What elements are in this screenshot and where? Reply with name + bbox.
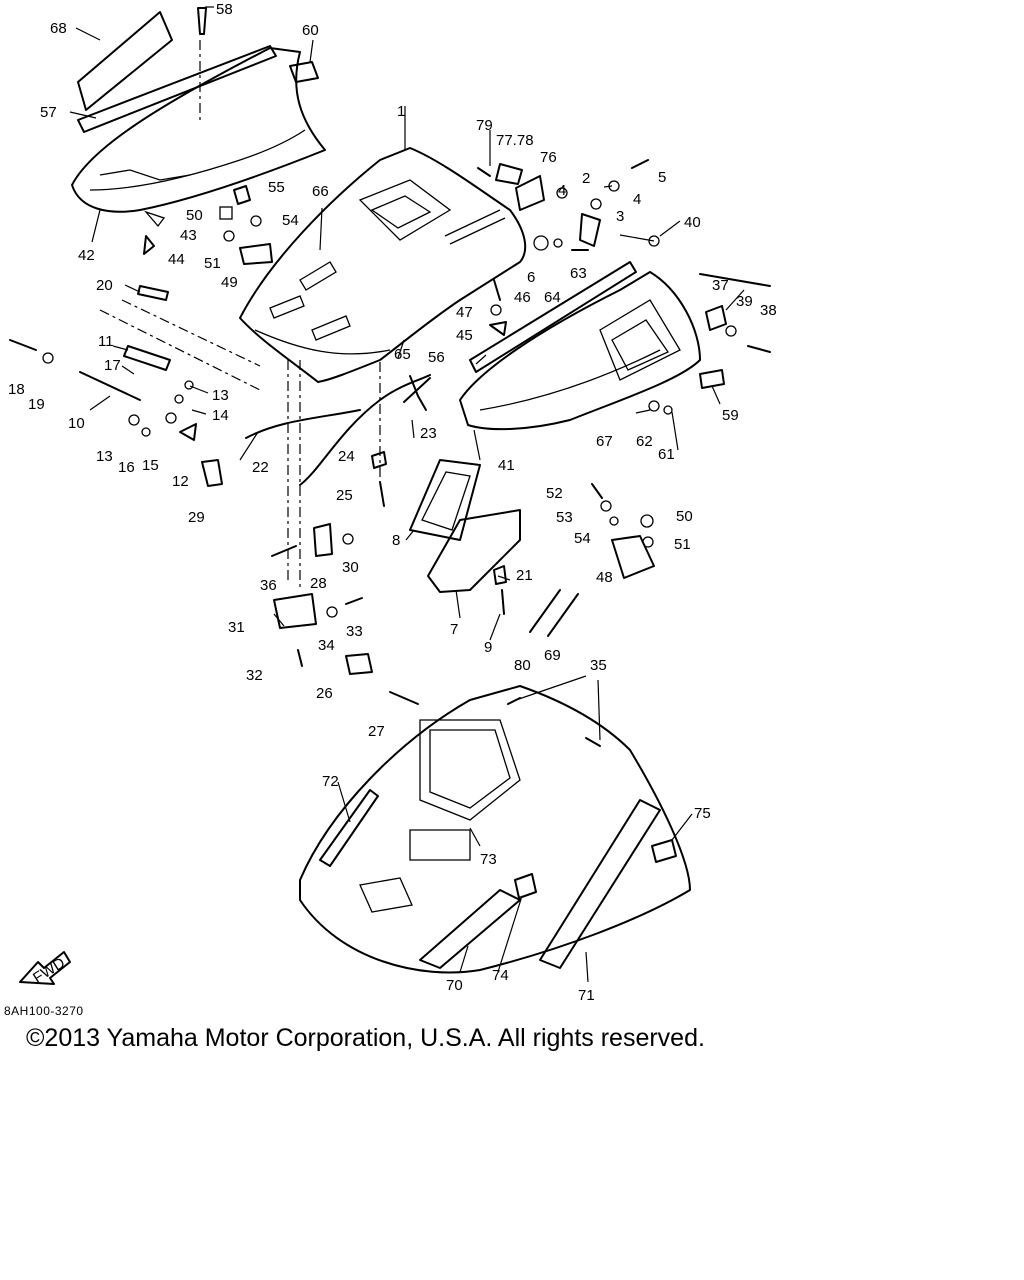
leader-lines [69,6,745,983]
callout-49: 49 [221,274,238,291]
hood-top-cover-part [239,147,527,383]
callout-68: 68 [50,20,67,37]
alignment-lines [99,40,381,590]
callout-64: 64 [544,289,561,306]
callout-46: 46 [514,289,531,306]
callout-74: 74 [492,967,509,984]
callout-32: 32 [246,667,263,684]
callout-75: 75 [694,805,711,822]
callout-57: 57 [40,104,57,121]
callout-13-left: 13 [96,448,113,465]
callout-labels: 68 58 60 57 1 79 77.78 76 2 5 4 4 3 40 5… [8,1,777,1004]
callout-28: 28 [310,575,327,592]
callout-39: 39 [736,293,753,310]
lower-cowl-part [299,685,691,974]
callout-50-right: 50 [676,508,693,525]
callout-27: 27 [368,723,385,740]
fwd-label: FWD [30,954,68,987]
callout-63: 63 [570,265,587,282]
copyright-notice: ©2013 Yamaha Motor Corporation, U.S.A. A… [26,1024,705,1052]
right-side-panel-part [459,261,701,431]
callout-3: 3 [616,208,624,225]
callout-21: 21 [516,567,533,584]
callout-77-78: 77.78 [496,132,534,149]
callout-76: 76 [540,149,557,166]
callout-6: 6 [527,269,535,286]
callout-4-right: 4 [633,191,641,208]
callout-53: 53 [556,509,573,526]
callout-58: 58 [216,1,233,18]
callout-11: 11 [98,333,114,350]
callout-42: 42 [78,247,95,264]
callout-18: 18 [8,381,25,398]
callout-40: 40 [684,214,701,231]
callout-22: 22 [252,459,269,476]
callout-67: 67 [596,433,613,450]
left-side-panel-part [71,47,326,213]
callout-80: 80 [514,657,531,674]
drawing-code: 8AH100-3270 [4,1004,84,1018]
callout-56: 56 [428,349,445,366]
callout-45: 45 [456,327,473,344]
callout-5: 5 [658,169,666,186]
callout-31: 31 [228,619,245,636]
callout-52: 52 [546,485,563,502]
callout-51-left: 51 [204,255,221,272]
callout-7: 7 [450,621,458,638]
exploded-parts-diagram: FWD 68 58 60 57 1 79 77.78 76 2 5 4 4 3 … [8,1,777,1004]
fasteners-part [9,7,771,747]
callout-73: 73 [480,851,497,868]
callout-47: 47 [456,304,473,321]
callout-8: 8 [392,532,400,549]
callout-1: 1 [397,103,405,120]
callout-4-left: 4 [558,182,566,199]
callout-72: 72 [322,773,339,790]
callout-30: 30 [342,559,359,576]
callout-70: 70 [446,977,463,994]
callout-55: 55 [268,179,285,196]
callout-48: 48 [596,569,613,586]
callout-2: 2 [582,170,590,187]
callout-36: 36 [260,577,277,594]
callout-35: 35 [590,657,607,674]
callout-29: 29 [188,509,205,526]
callout-24: 24 [338,448,355,465]
callout-19: 19 [28,396,45,413]
callout-50-left: 50 [186,207,203,224]
callout-12: 12 [172,473,189,490]
callout-60: 60 [302,22,319,39]
callout-38: 38 [760,302,777,319]
callout-44: 44 [168,251,185,268]
callout-59: 59 [722,407,739,424]
callout-25: 25 [336,487,353,504]
callout-69: 69 [544,647,561,664]
callout-17: 17 [104,357,121,374]
callout-23: 23 [420,425,437,442]
callout-13-right: 13 [212,387,229,404]
callout-34: 34 [318,637,335,654]
callout-16: 16 [118,459,135,476]
callout-61: 61 [658,446,675,463]
fwd-arrow-icon: FWD [19,951,71,987]
callout-37: 37 [712,277,729,294]
callout-62: 62 [636,433,653,450]
callout-51-right: 51 [674,536,691,553]
callout-43: 43 [180,227,197,244]
callout-66: 66 [312,183,329,200]
callout-54-right: 54 [574,530,591,547]
callout-41: 41 [498,457,515,474]
dash-panel-part [409,459,521,593]
windshield-part [77,11,277,133]
callout-14: 14 [212,407,229,424]
callout-71: 71 [578,987,595,1004]
callout-15: 15 [142,457,159,474]
callout-54-left: 54 [282,212,299,229]
callout-79: 79 [476,117,493,134]
callout-33: 33 [346,623,363,640]
callout-20: 20 [96,277,113,294]
callout-9: 9 [484,639,492,656]
callout-10: 10 [68,415,85,432]
callout-26: 26 [316,685,333,702]
callout-65: 65 [394,346,411,363]
